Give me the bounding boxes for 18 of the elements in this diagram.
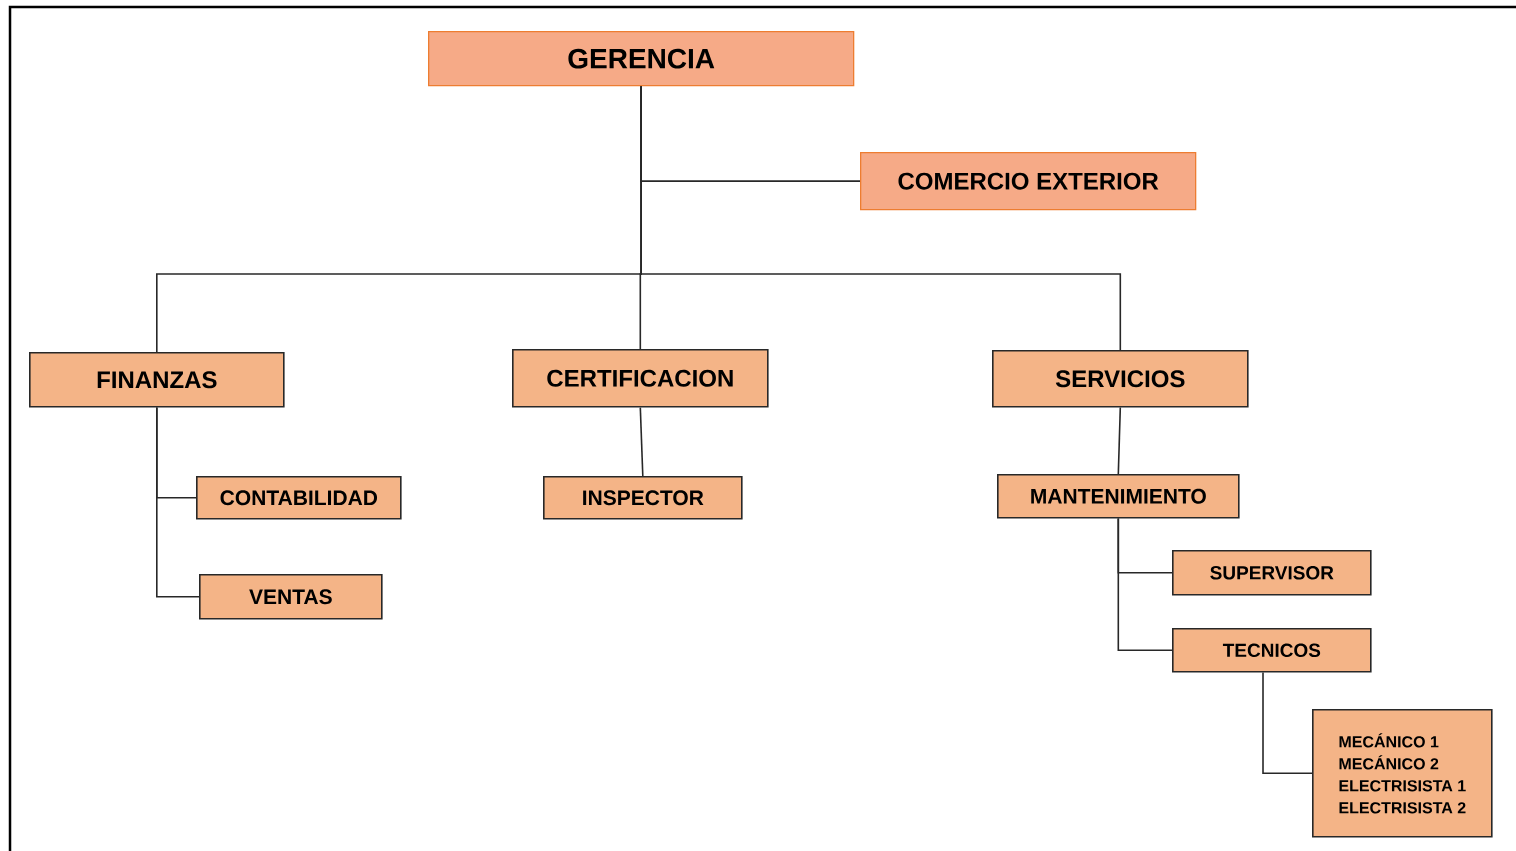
org-box: SERVICIOS [992, 350, 1249, 408]
connector-line [1117, 517, 1173, 652]
org-box: INSPECTOR [543, 476, 743, 520]
connector-line [1117, 406, 1122, 475]
org-box: CONTABILIDAD [196, 476, 402, 520]
org-box: TECNICOS [1172, 628, 1372, 673]
org-box: VENTAS [199, 574, 383, 620]
org-box: GERENCIA [428, 31, 855, 87]
connector-line [639, 406, 644, 477]
org-box: MANTENIMIENTO [997, 474, 1240, 519]
connector-line [1262, 671, 1313, 775]
connector-line [640, 85, 1122, 351]
org-box: MECÁNICO 1 MECÁNICO 2 ELECTRISISTA 1 ELECTRISISTA 2 [1312, 709, 1493, 838]
org-box: COMERCIO EXTERIOR [860, 152, 1197, 211]
org-box: SUPERVISOR [1172, 550, 1372, 596]
connector-line [156, 406, 200, 598]
org-box: FINANZAS [29, 352, 285, 408]
org-box: CERTIFICACION [512, 349, 769, 408]
